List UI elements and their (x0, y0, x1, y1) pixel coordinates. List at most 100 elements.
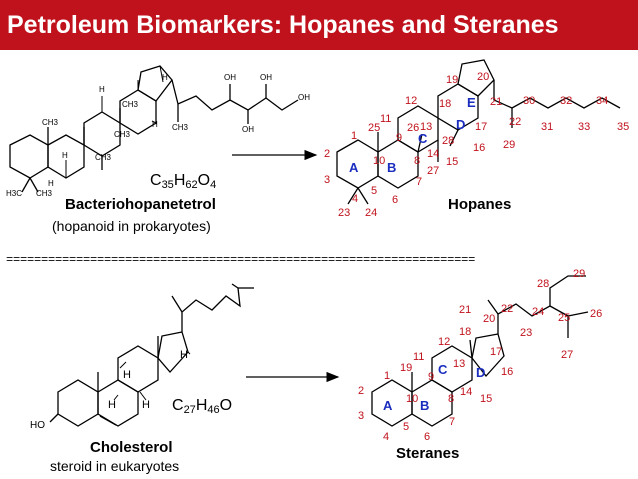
atom-h: H (162, 73, 168, 82)
carbon-number: 31 (541, 121, 553, 133)
carbon-number: 27 (427, 165, 439, 177)
bacteriohopanetetrol-structure: H H H H H CH3 CH3 CH3 CH3 CH3 H3C CH3 OH… (6, 65, 310, 198)
carbon-number: 29 (503, 139, 515, 151)
carbon-number: 25 (558, 312, 570, 324)
carbon-number: 17 (475, 121, 487, 133)
carbon-number: 22 (509, 116, 521, 128)
carbon-number: 28 (442, 135, 454, 147)
carbon-number: 12 (438, 336, 450, 348)
carbon-number: 14 (460, 386, 472, 398)
atom-ch3: CH3 (36, 189, 53, 198)
ring-label: D (456, 117, 465, 132)
atom-ch3: CH3 (42, 118, 59, 127)
carbon-number: 18 (459, 326, 471, 338)
atom-oh: OH (298, 93, 310, 102)
carbon-number: 8 (414, 155, 420, 167)
hopanoid-description: (hopanoid in prokaryotes) (52, 218, 211, 234)
carbon-number: 30 (523, 95, 535, 107)
ring-label: A (349, 160, 359, 175)
carbon-number: 20 (483, 313, 495, 325)
carbon-number: 28 (537, 278, 549, 290)
carbon-number: 5 (403, 421, 409, 433)
carbon-number: 10 (406, 393, 418, 405)
atom-h: H (180, 349, 188, 361)
sterane-carbon-numbers: 1 2 3 4 5 6 7 8 9 10 11 12 13 14 15 16 1… (358, 268, 602, 443)
carbon-number: 22 (501, 303, 513, 315)
carbon-number: 15 (446, 156, 458, 168)
atom-ch3: CH3 (95, 153, 112, 162)
hopane-carbon-numbers: 1 2 3 4 5 6 7 8 9 10 11 12 13 14 15 16 1… (324, 71, 629, 219)
steranes-skeleton (371, 275, 589, 427)
hopanoid-formula: C35H62O4 (150, 172, 216, 191)
atom-h: H (62, 151, 68, 160)
carbon-number: 4 (352, 193, 358, 205)
carbon-number: 20 (477, 71, 489, 83)
carbon-number: 23 (338, 207, 350, 219)
ring-label: D (476, 365, 485, 380)
cholesterol-formula: C27H46O (172, 397, 232, 416)
carbon-number: 18 (439, 98, 451, 110)
atom-ho: HO (30, 420, 45, 431)
atom-oh: OH (242, 125, 254, 134)
atom-h: H (48, 179, 54, 188)
atom-ch3: CH3 (122, 100, 139, 109)
carbon-number: 13 (453, 358, 465, 370)
ring-label: B (387, 160, 396, 175)
carbon-number: 21 (490, 96, 502, 108)
carbon-number: 19 (446, 74, 458, 86)
carbon-number: 4 (383, 431, 389, 443)
carbon-number: 32 (560, 95, 572, 107)
carbon-number: 17 (490, 346, 502, 358)
ring-label: C (438, 362, 448, 377)
atom-h: H (142, 399, 150, 411)
carbon-number: 16 (501, 366, 513, 378)
ring-label: B (420, 398, 429, 413)
carbon-number: 23 (520, 327, 532, 339)
carbon-number: 15 (480, 393, 492, 405)
carbon-number: 19 (400, 362, 412, 374)
ring-label: C (418, 131, 428, 146)
carbon-number: 7 (416, 176, 422, 188)
steranes-name: Steranes (396, 445, 459, 462)
carbon-number: 13 (420, 121, 432, 133)
atom-h: H (123, 369, 131, 381)
cholesterol-description: steroid in eukaryotes (50, 458, 179, 474)
carbon-number: 6 (424, 431, 430, 443)
carbon-number: 9 (396, 132, 402, 144)
carbon-number: 8 (448, 393, 454, 405)
carbon-number: 2 (324, 148, 330, 160)
atom-oh: OH (224, 73, 236, 82)
ring-label: A (383, 398, 393, 413)
carbon-number: 7 (449, 416, 455, 428)
cholesterol-name: Cholesterol (90, 439, 173, 456)
atom-h3c: H3C (6, 189, 22, 198)
carbon-number: 24 (532, 306, 544, 318)
carbon-number: 10 (373, 155, 385, 167)
hopanoid-name: Bacteriohopanetetrol (65, 196, 216, 213)
carbon-number: 34 (596, 95, 608, 107)
hopanes-name: Hopanes (448, 196, 511, 213)
carbon-number: 21 (459, 304, 471, 316)
carbon-number: 2 (358, 385, 364, 397)
carbon-number: 6 (392, 194, 398, 206)
carbon-number: 25 (368, 122, 380, 134)
ring-label: E (467, 95, 476, 110)
carbon-number: 35 (617, 121, 629, 133)
atom-h: H (108, 399, 116, 411)
carbon-number: 33 (578, 121, 590, 133)
carbon-number: 29 (573, 268, 585, 280)
atom-oh: OH (260, 73, 272, 82)
carbon-number: 1 (384, 370, 390, 382)
atom-ch3: CH3 (172, 123, 189, 132)
carbon-number: 5 (371, 185, 377, 197)
carbon-number: 3 (324, 174, 330, 186)
carbon-number: 27 (561, 349, 573, 361)
carbon-number: 12 (405, 95, 417, 107)
carbon-number: 14 (427, 148, 439, 160)
cholesterol-structure (49, 283, 254, 427)
atom-h: H (99, 85, 105, 94)
carbon-number: 11 (380, 113, 391, 125)
carbon-number: 26 (590, 308, 602, 320)
page-title: Petroleum Biomarkers: Hopanes and Steran… (0, 0, 638, 50)
